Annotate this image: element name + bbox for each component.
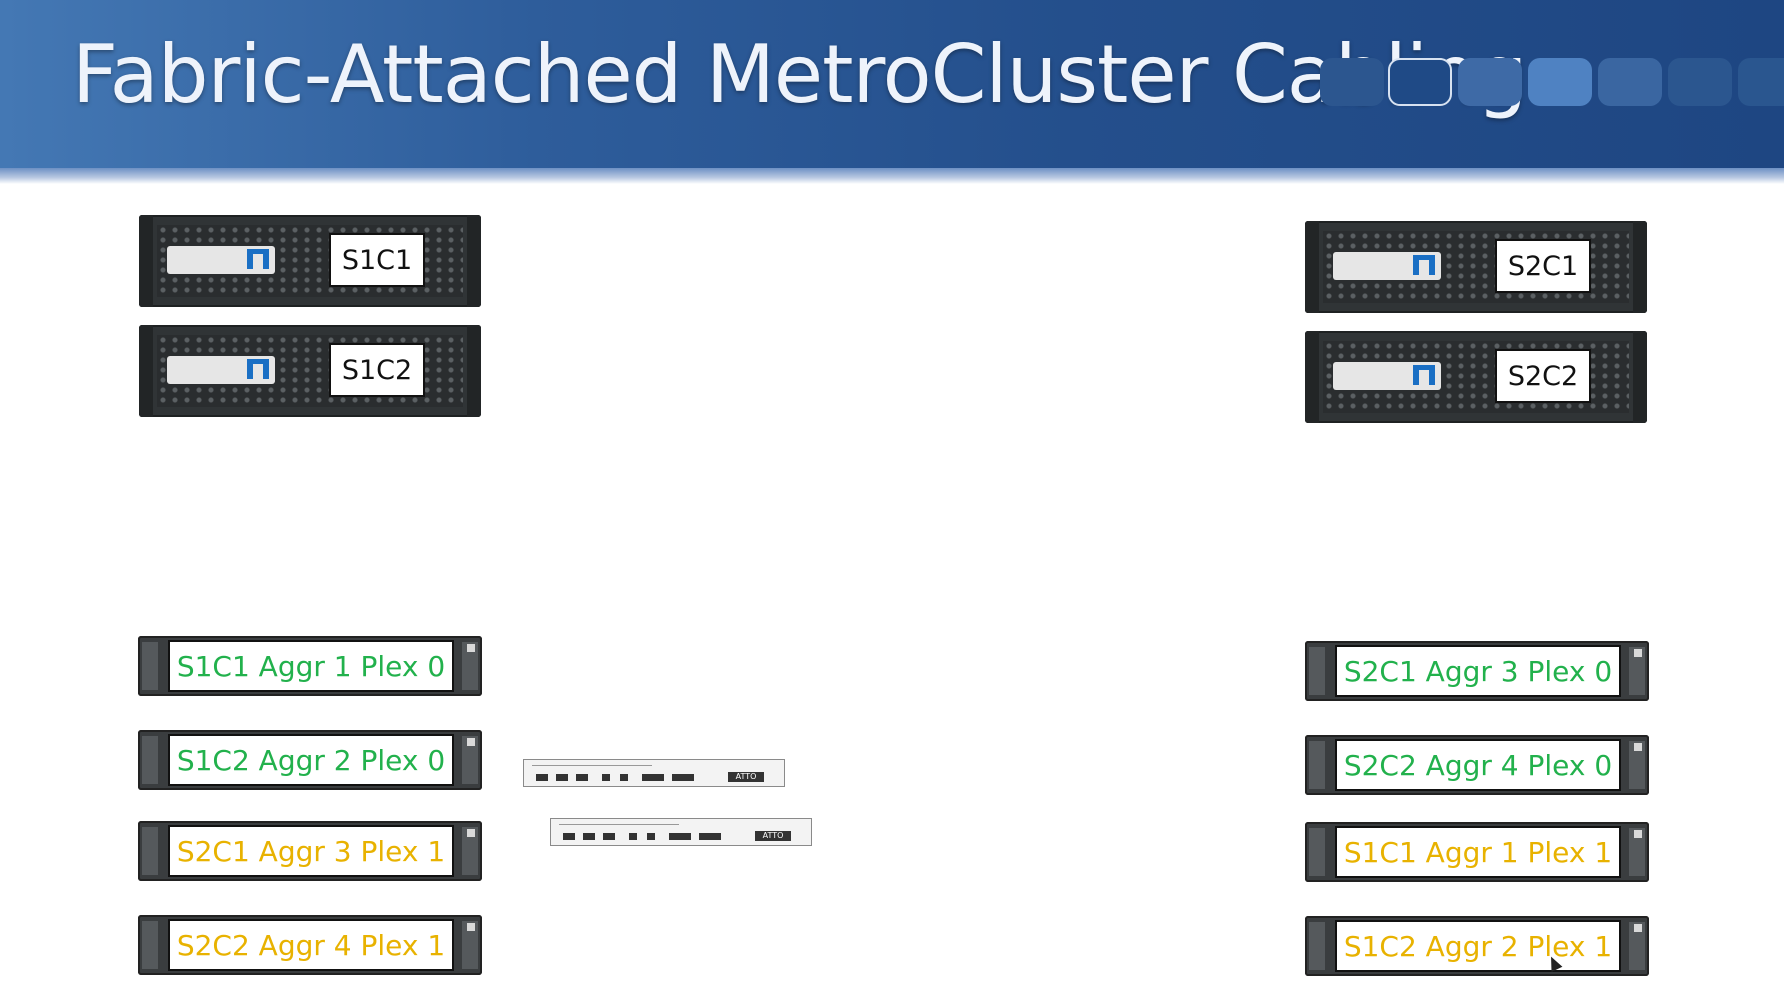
shelf-ear xyxy=(462,827,478,875)
shelf-ear xyxy=(142,736,158,784)
shelf-label: S2C1 Aggr 3 Plex 1 xyxy=(168,825,454,877)
controller-s2c1: S2C1 xyxy=(1305,221,1647,313)
shelf-led xyxy=(1634,830,1642,838)
bridge-trim xyxy=(559,824,679,825)
shelf-led xyxy=(467,644,475,652)
bridge-port xyxy=(536,774,548,781)
progress-tile-1 xyxy=(1320,58,1384,106)
disk-shelf: S2C1 Aggr 3 Plex 0 xyxy=(1305,641,1649,701)
shelf-ear xyxy=(1629,828,1645,876)
bridge-port xyxy=(672,774,694,781)
shelf-ear xyxy=(1629,922,1645,970)
progress-tile-6 xyxy=(1668,58,1732,106)
bridge-port xyxy=(602,774,610,781)
controller-rail-left xyxy=(139,215,153,307)
banner-gradient-strip xyxy=(0,168,1784,184)
bridge-port xyxy=(642,774,664,781)
shelf-ear xyxy=(462,642,478,690)
progress-tile-2 xyxy=(1388,58,1452,106)
bridge-port xyxy=(669,833,691,840)
shelf-label: S2C2 Aggr 4 Plex 1 xyxy=(168,919,454,971)
controller-s1c1: S1C1 xyxy=(139,215,481,307)
progress-tile-7 xyxy=(1738,58,1784,106)
shelf-led xyxy=(467,829,475,837)
bridge-port xyxy=(576,774,588,781)
shelf-led xyxy=(1634,924,1642,932)
disk-shelf: S2C2 Aggr 4 Plex 1 xyxy=(138,915,482,975)
controller-rail-right xyxy=(467,215,481,307)
disk-shelf: S1C1 Aggr 1 Plex 0 xyxy=(138,636,482,696)
atto-logo: ATTO xyxy=(728,772,764,782)
controller-rail-right xyxy=(467,325,481,417)
shelf-label: S1C2 Aggr 2 Plex 1 xyxy=(1335,920,1621,972)
controller-rail-left xyxy=(139,325,153,417)
shelf-ear xyxy=(142,921,158,969)
netapp-logo-icon xyxy=(1413,365,1435,385)
progress-tile-5 xyxy=(1598,58,1662,106)
netapp-logo-icon xyxy=(247,249,269,269)
slide-title: Fabric-Attached MetroCluster Cabling xyxy=(72,28,1528,121)
shelf-ear xyxy=(1309,647,1325,695)
shelf-led xyxy=(1634,649,1642,657)
progress-tile-3 xyxy=(1458,58,1522,106)
bridge-port xyxy=(583,833,595,840)
shelf-ear xyxy=(1629,647,1645,695)
disk-shelf: S1C1 Aggr 1 Plex 1 xyxy=(1305,822,1649,882)
shelf-ear xyxy=(142,642,158,690)
shelf-label: S2C2 Aggr 4 Plex 0 xyxy=(1335,739,1621,791)
title-banner: Fabric-Attached MetroCluster Cabling xyxy=(0,0,1784,176)
atto-logo: ATTO xyxy=(755,831,791,841)
controller-label: S2C2 xyxy=(1495,349,1591,403)
progress-tile-4-active xyxy=(1528,58,1592,106)
shelf-led xyxy=(1634,743,1642,751)
bridge-port xyxy=(603,833,615,840)
controller-rail-right xyxy=(1633,221,1647,313)
shelf-label: S1C1 Aggr 1 Plex 1 xyxy=(1335,826,1621,878)
shelf-ear xyxy=(1309,922,1325,970)
bridge-port xyxy=(563,833,575,840)
disk-shelf: S1C2 Aggr 2 Plex 1 xyxy=(1305,916,1649,976)
controller-label: S2C1 xyxy=(1495,239,1591,293)
controller-s2c2: S2C2 xyxy=(1305,331,1647,423)
shelf-ear xyxy=(462,921,478,969)
shelf-ear xyxy=(1309,741,1325,789)
bridge-port xyxy=(647,833,655,840)
shelf-ear xyxy=(462,736,478,784)
shelf-ear xyxy=(142,827,158,875)
shelf-ear xyxy=(1309,828,1325,876)
disk-shelf: S2C2 Aggr 4 Plex 0 xyxy=(1305,735,1649,795)
shelf-label: S2C1 Aggr 3 Plex 0 xyxy=(1335,645,1621,697)
controller-label: S1C1 xyxy=(329,233,425,287)
disk-shelf: S2C1 Aggr 3 Plex 1 xyxy=(138,821,482,881)
bridge-trim xyxy=(532,765,652,766)
netapp-logo-icon xyxy=(247,359,269,379)
bridge-port xyxy=(699,833,721,840)
controller-label: S1C2 xyxy=(329,343,425,397)
shelf-led xyxy=(467,923,475,931)
bridge-port xyxy=(629,833,637,840)
bridge-port xyxy=(556,774,568,781)
bridge-port xyxy=(620,774,628,781)
fibrebridge: ATTO xyxy=(523,759,785,787)
controller-s1c2: S1C2 xyxy=(139,325,481,417)
shelf-label: S1C1 Aggr 1 Plex 0 xyxy=(168,640,454,692)
shelf-label: S1C2 Aggr 2 Plex 0 xyxy=(168,734,454,786)
fibrebridge: ATTO xyxy=(550,818,812,846)
disk-shelf: S1C2 Aggr 2 Plex 0 xyxy=(138,730,482,790)
controller-rail-left xyxy=(1305,331,1319,423)
netapp-logo-icon xyxy=(1413,255,1435,275)
controller-rail-right xyxy=(1633,331,1647,423)
shelf-ear xyxy=(1629,741,1645,789)
shelf-led xyxy=(467,738,475,746)
controller-rail-left xyxy=(1305,221,1319,313)
